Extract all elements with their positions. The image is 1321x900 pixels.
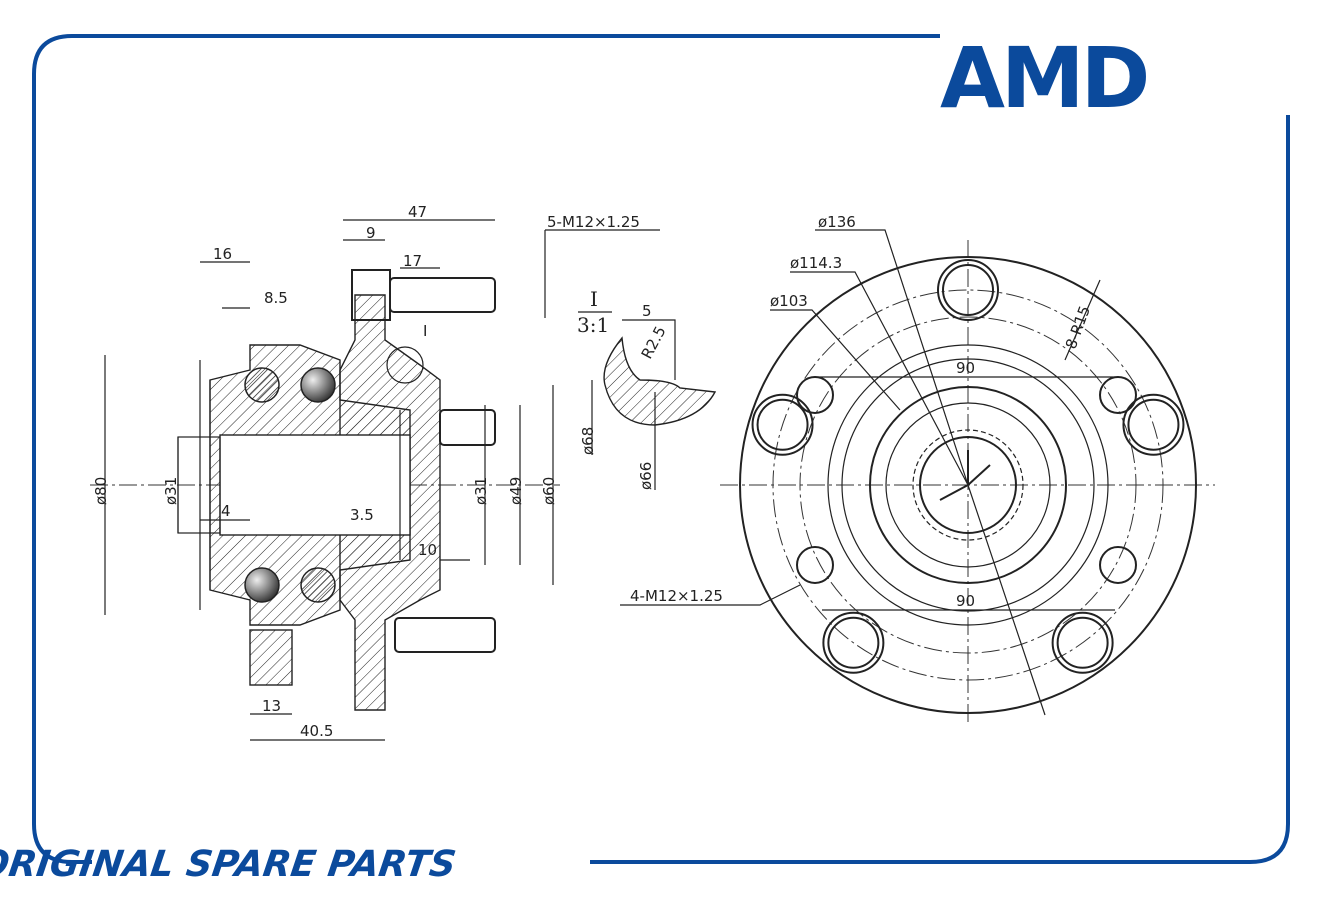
dim-d103: ø103 — [770, 292, 808, 310]
border-frame — [32, 34, 1290, 864]
dim-m12-holes: 4-M12×1.25 — [630, 587, 723, 605]
dim-40-5: 40.5 — [300, 722, 333, 740]
wheel-stud-hole — [937, 259, 999, 321]
dim-d136: ø136 — [818, 213, 856, 231]
dim-d31-right: ø31 — [472, 477, 490, 505]
side-view: 47 9 5-M12×1.25 16 17 8.5 I ø80 ø31 4 3.… — [90, 203, 660, 741]
dim-9: 9 — [366, 224, 376, 242]
dim-8-r15: 8-R15 — [1062, 303, 1094, 351]
dim-d31-left: ø31 — [162, 477, 180, 505]
dim-8-5: 8.5 — [264, 289, 288, 307]
wheel-stud-hole — [1127, 398, 1180, 451]
dim-90-top: 90 — [956, 359, 975, 377]
dim-4: 4 — [221, 502, 231, 520]
wheel-stud-hole — [942, 264, 994, 316]
dim-d114-3: ø114.3 — [790, 254, 842, 272]
dim-13: 13 — [262, 697, 281, 715]
dim-d60: ø60 — [540, 477, 558, 505]
wheel-stud-hole — [1051, 611, 1114, 674]
detail-dim-5: 5 — [642, 302, 652, 320]
tagline: ORIGINAL SPARE PARTS — [0, 842, 459, 885]
wheel-stud-hole — [1056, 616, 1109, 669]
dim-10: 10 — [418, 541, 437, 559]
dim-3-5: 3.5 — [350, 506, 374, 524]
dim-17: 17 — [403, 252, 422, 270]
front-view: ø136 ø114.3 ø103 8-R15 90 90 4-M12×1.25 — [620, 213, 1215, 725]
dim-47: 47 — [408, 203, 427, 221]
detail-dim-d68: ø68 — [579, 427, 597, 455]
detail-title: I — [590, 287, 598, 311]
detail-scale: 3:1 — [577, 313, 609, 337]
dim-d80: ø80 — [92, 477, 110, 505]
detail-dim-r2-5: R2.5 — [638, 323, 670, 362]
dim-16: 16 — [213, 245, 232, 263]
dim-d49: ø49 — [507, 477, 525, 505]
detail-marker: I — [423, 322, 427, 340]
dim-stud-thread: 5-M12×1.25 — [547, 213, 640, 231]
wheel-stud-hole — [756, 398, 809, 451]
wheel-stud-hole — [1122, 393, 1185, 456]
dim-90-bottom: 90 — [956, 592, 975, 610]
amd-logo: AMD — [940, 29, 1147, 127]
wheel-stud-hole — [827, 616, 880, 669]
detail-view: I 3:1 5 R2.5 ø68 ø66 — [577, 287, 717, 490]
wheel-stud-hole — [751, 393, 814, 456]
wheel-stud-hole — [822, 611, 885, 674]
detail-dim-d66: ø66 — [637, 462, 655, 490]
